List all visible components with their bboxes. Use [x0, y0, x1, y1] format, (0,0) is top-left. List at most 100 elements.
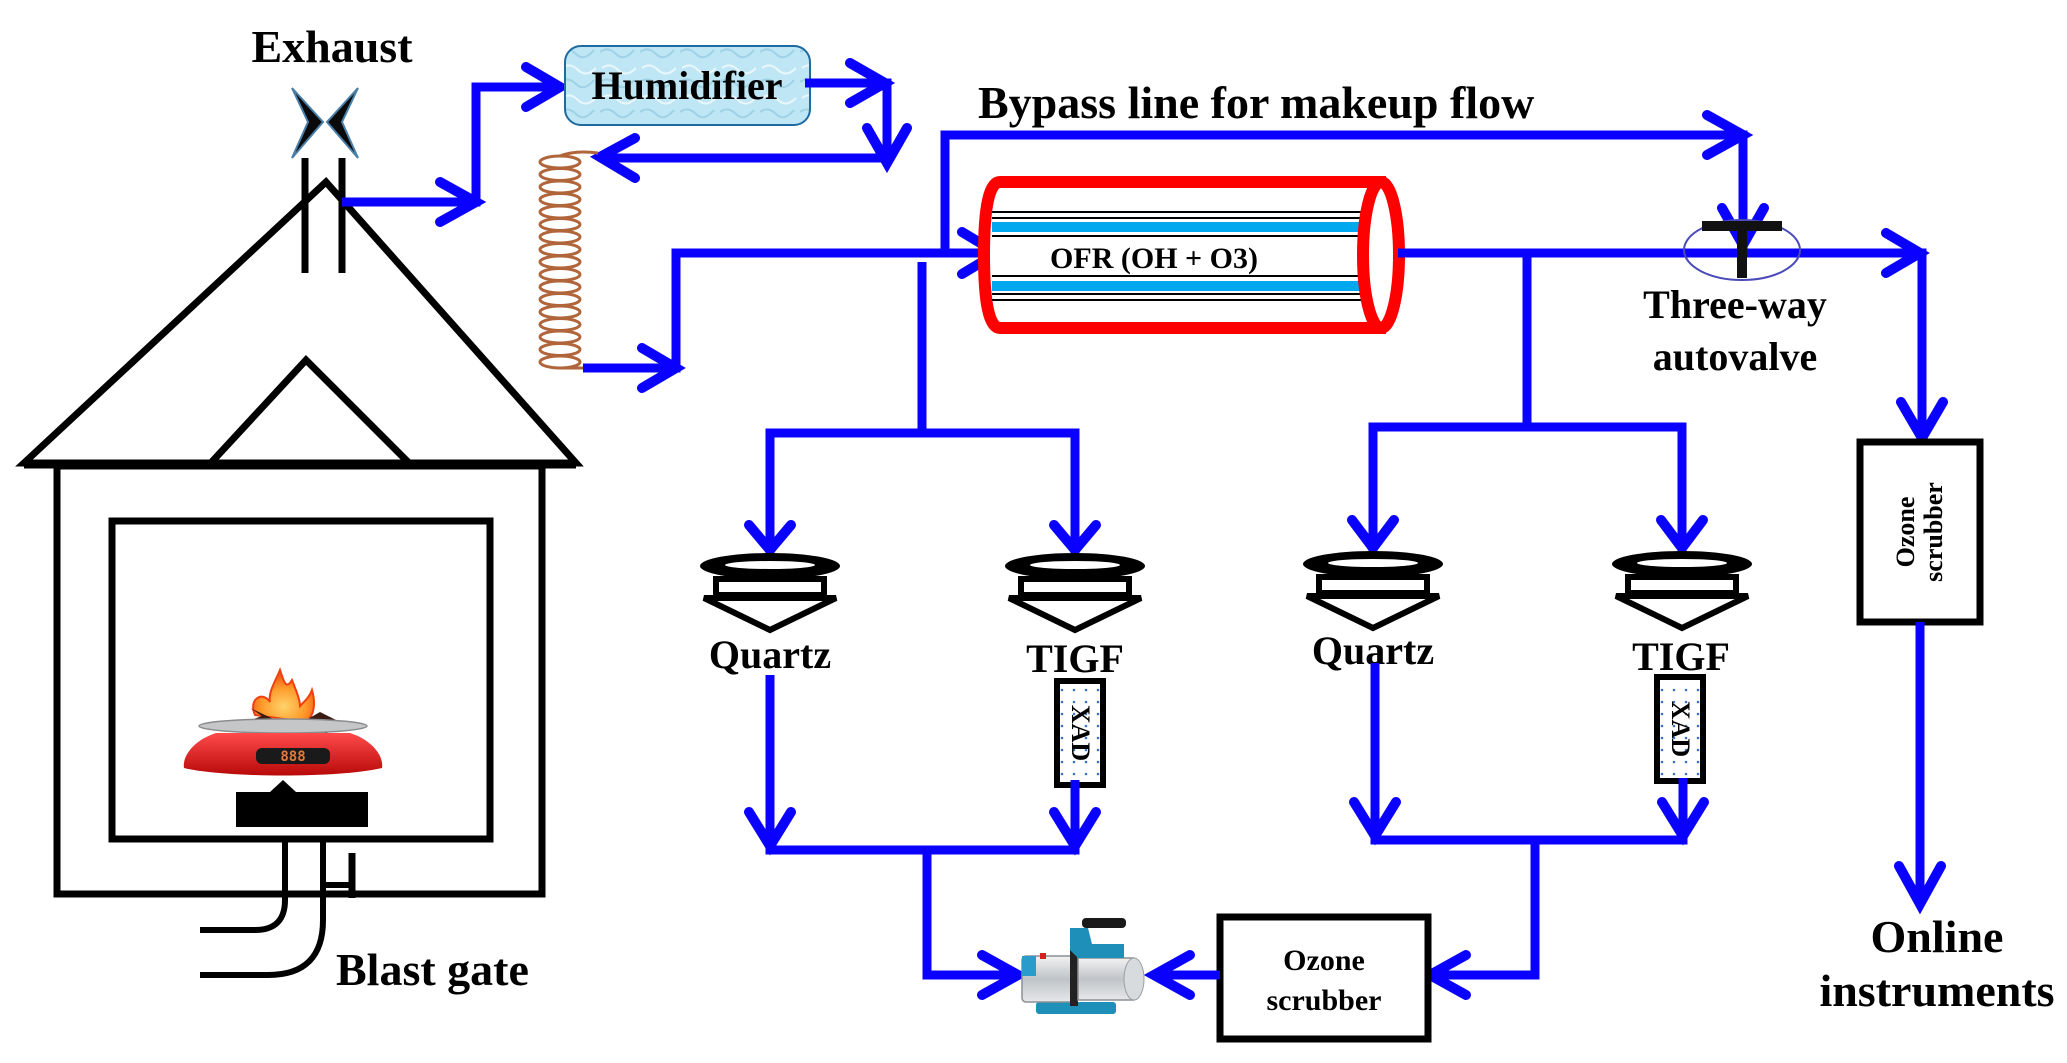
- pipe-humidifier-loop: [600, 78, 892, 163]
- arrow-head: [1896, 397, 1948, 448]
- coil-turn: [538, 167, 582, 182]
- coil-turn: [538, 242, 582, 257]
- filter-ring-inner: [1637, 559, 1727, 567]
- coil-turn: [538, 317, 582, 332]
- xad-cartridge[interactable]: [1054, 678, 1106, 788]
- ozone-scrubber-bottom[interactable]: [1216, 913, 1432, 1043]
- arrow-head: [521, 62, 570, 112]
- arrow-head: [589, 133, 640, 183]
- pipe-to-pump: [922, 850, 1016, 980]
- filter-cone: [1007, 595, 1143, 634]
- arrow-head: [744, 807, 796, 856]
- uv-lamp: [992, 222, 1366, 232]
- filter-body: [1018, 576, 1132, 598]
- tigf-filter-holder[interactable]: [1612, 551, 1752, 632]
- filter-cone: [1305, 593, 1441, 632]
- filter-body: [1316, 574, 1430, 596]
- coil-turn: [538, 342, 582, 357]
- coil-turn: [538, 254, 582, 270]
- arrow-head: [435, 177, 487, 227]
- scale-display: [256, 748, 330, 764]
- ozone-scrubber-bottom-line2: scrubber: [1267, 984, 1382, 1017]
- filter-body: [1625, 574, 1739, 596]
- quartz-label: Quartz: [709, 632, 831, 677]
- arrow-head: [845, 58, 896, 108]
- arrow-head: [1143, 950, 1195, 1000]
- pipe-split: [765, 428, 1080, 560]
- roof: [15, 176, 584, 467]
- arrow-head: [744, 520, 796, 558]
- arrow-head: [1049, 807, 1101, 856]
- ozone-scrubber-bottom-line1: Ozone: [1283, 944, 1365, 977]
- filter-ring-inner: [1030, 561, 1120, 569]
- scale-readout: 888: [280, 749, 305, 765]
- coil-turn: [538, 229, 582, 245]
- filter-ring-inner: [725, 561, 815, 569]
- tigf-filter-holder[interactable]: [1005, 553, 1145, 634]
- ofr-reactor[interactable]: [977, 176, 1405, 334]
- blast-gate-label: Blast gate: [336, 944, 529, 995]
- quartz-filter-holder[interactable]: [700, 553, 840, 634]
- up-arrow-icon: [270, 780, 296, 792]
- filter-ring-inner: [1328, 559, 1418, 567]
- arrow-head: [1349, 797, 1401, 846]
- arrow-head: [1049, 520, 1101, 558]
- three-way-label-line2: autovalve: [1653, 334, 1817, 379]
- ozone-scrubber-side-line1: Ozone: [1891, 497, 1920, 568]
- arrow-head: [862, 123, 912, 174]
- coil-turn: [538, 354, 582, 370]
- burner-plate: [236, 792, 368, 827]
- coil-turn: [538, 179, 582, 195]
- coil-turn: [538, 304, 582, 320]
- balance-scale-icon: 888: [183, 718, 383, 776]
- coil-turn: [538, 267, 582, 282]
- pipe-merge: [765, 675, 1080, 855]
- pipe-split: [1368, 422, 1687, 555]
- arrow-head: [1702, 110, 1754, 160]
- combustion-house: [15, 158, 584, 898]
- arrow-head: [1894, 861, 1946, 915]
- ozone-scrubber-side-line2: scrubber: [1919, 482, 1948, 582]
- three-way-label-line1: Three-way: [1643, 282, 1827, 327]
- pipe-exhaust-to-humidifier: [342, 82, 558, 207]
- arrow-head: [1347, 515, 1399, 557]
- filter-body: [713, 576, 827, 598]
- filter-group-before-ofr: Quartz TIGF XAD: [700, 262, 1145, 1000]
- ozone-scrubber-side[interactable]: [1856, 438, 1984, 626]
- coil-turn: [538, 292, 582, 307]
- coil-turn: [538, 204, 582, 220]
- xad-label: XAD: [1066, 705, 1095, 761]
- arrow-head: [1881, 228, 1930, 278]
- three-way-valve-icon[interactable]: [1683, 219, 1801, 281]
- humidifier-label: Humidifier: [591, 63, 782, 108]
- ofr-label: OFR (OH + O3): [1050, 242, 1258, 275]
- coil-lead: [559, 150, 599, 158]
- blast-gate[interactable]: [200, 840, 356, 978]
- quartz-filter-holder[interactable]: [1303, 551, 1443, 632]
- vacuum-pump-icon[interactable]: [1021, 918, 1145, 1014]
- exhaust-label: Exhaust: [251, 21, 413, 72]
- exhaust-valve-icon[interactable]: [291, 87, 359, 159]
- tigf-label: TIGF: [1026, 636, 1124, 681]
- uv-lamp: [992, 281, 1366, 291]
- filter-group-after-ofr: Quartz TIGF XAD: [1303, 253, 1752, 1000]
- arrow-head: [1657, 797, 1709, 846]
- pipe-to-scrubber: [1432, 840, 1540, 980]
- coil-turn: [538, 192, 582, 207]
- combustion-chamber: [108, 517, 494, 843]
- arrow-head: [637, 343, 686, 393]
- online-label-line1: Online: [1871, 911, 2004, 962]
- coil-turn: [538, 329, 582, 345]
- filter-cone: [1614, 593, 1750, 632]
- online-label-line2: instruments: [1819, 965, 2054, 1016]
- bypass-line: [940, 130, 1748, 253]
- pipe-merge: [1370, 663, 1688, 845]
- coil-turn: [538, 279, 582, 295]
- xad-label: XAD: [1666, 701, 1695, 757]
- arrow-head: [977, 950, 1029, 1000]
- bypass-label: Bypass line for makeup flow: [978, 77, 1534, 128]
- filter-cone: [702, 595, 838, 634]
- tigf-label: TIGF: [1632, 634, 1730, 679]
- coil-turn: [538, 154, 582, 170]
